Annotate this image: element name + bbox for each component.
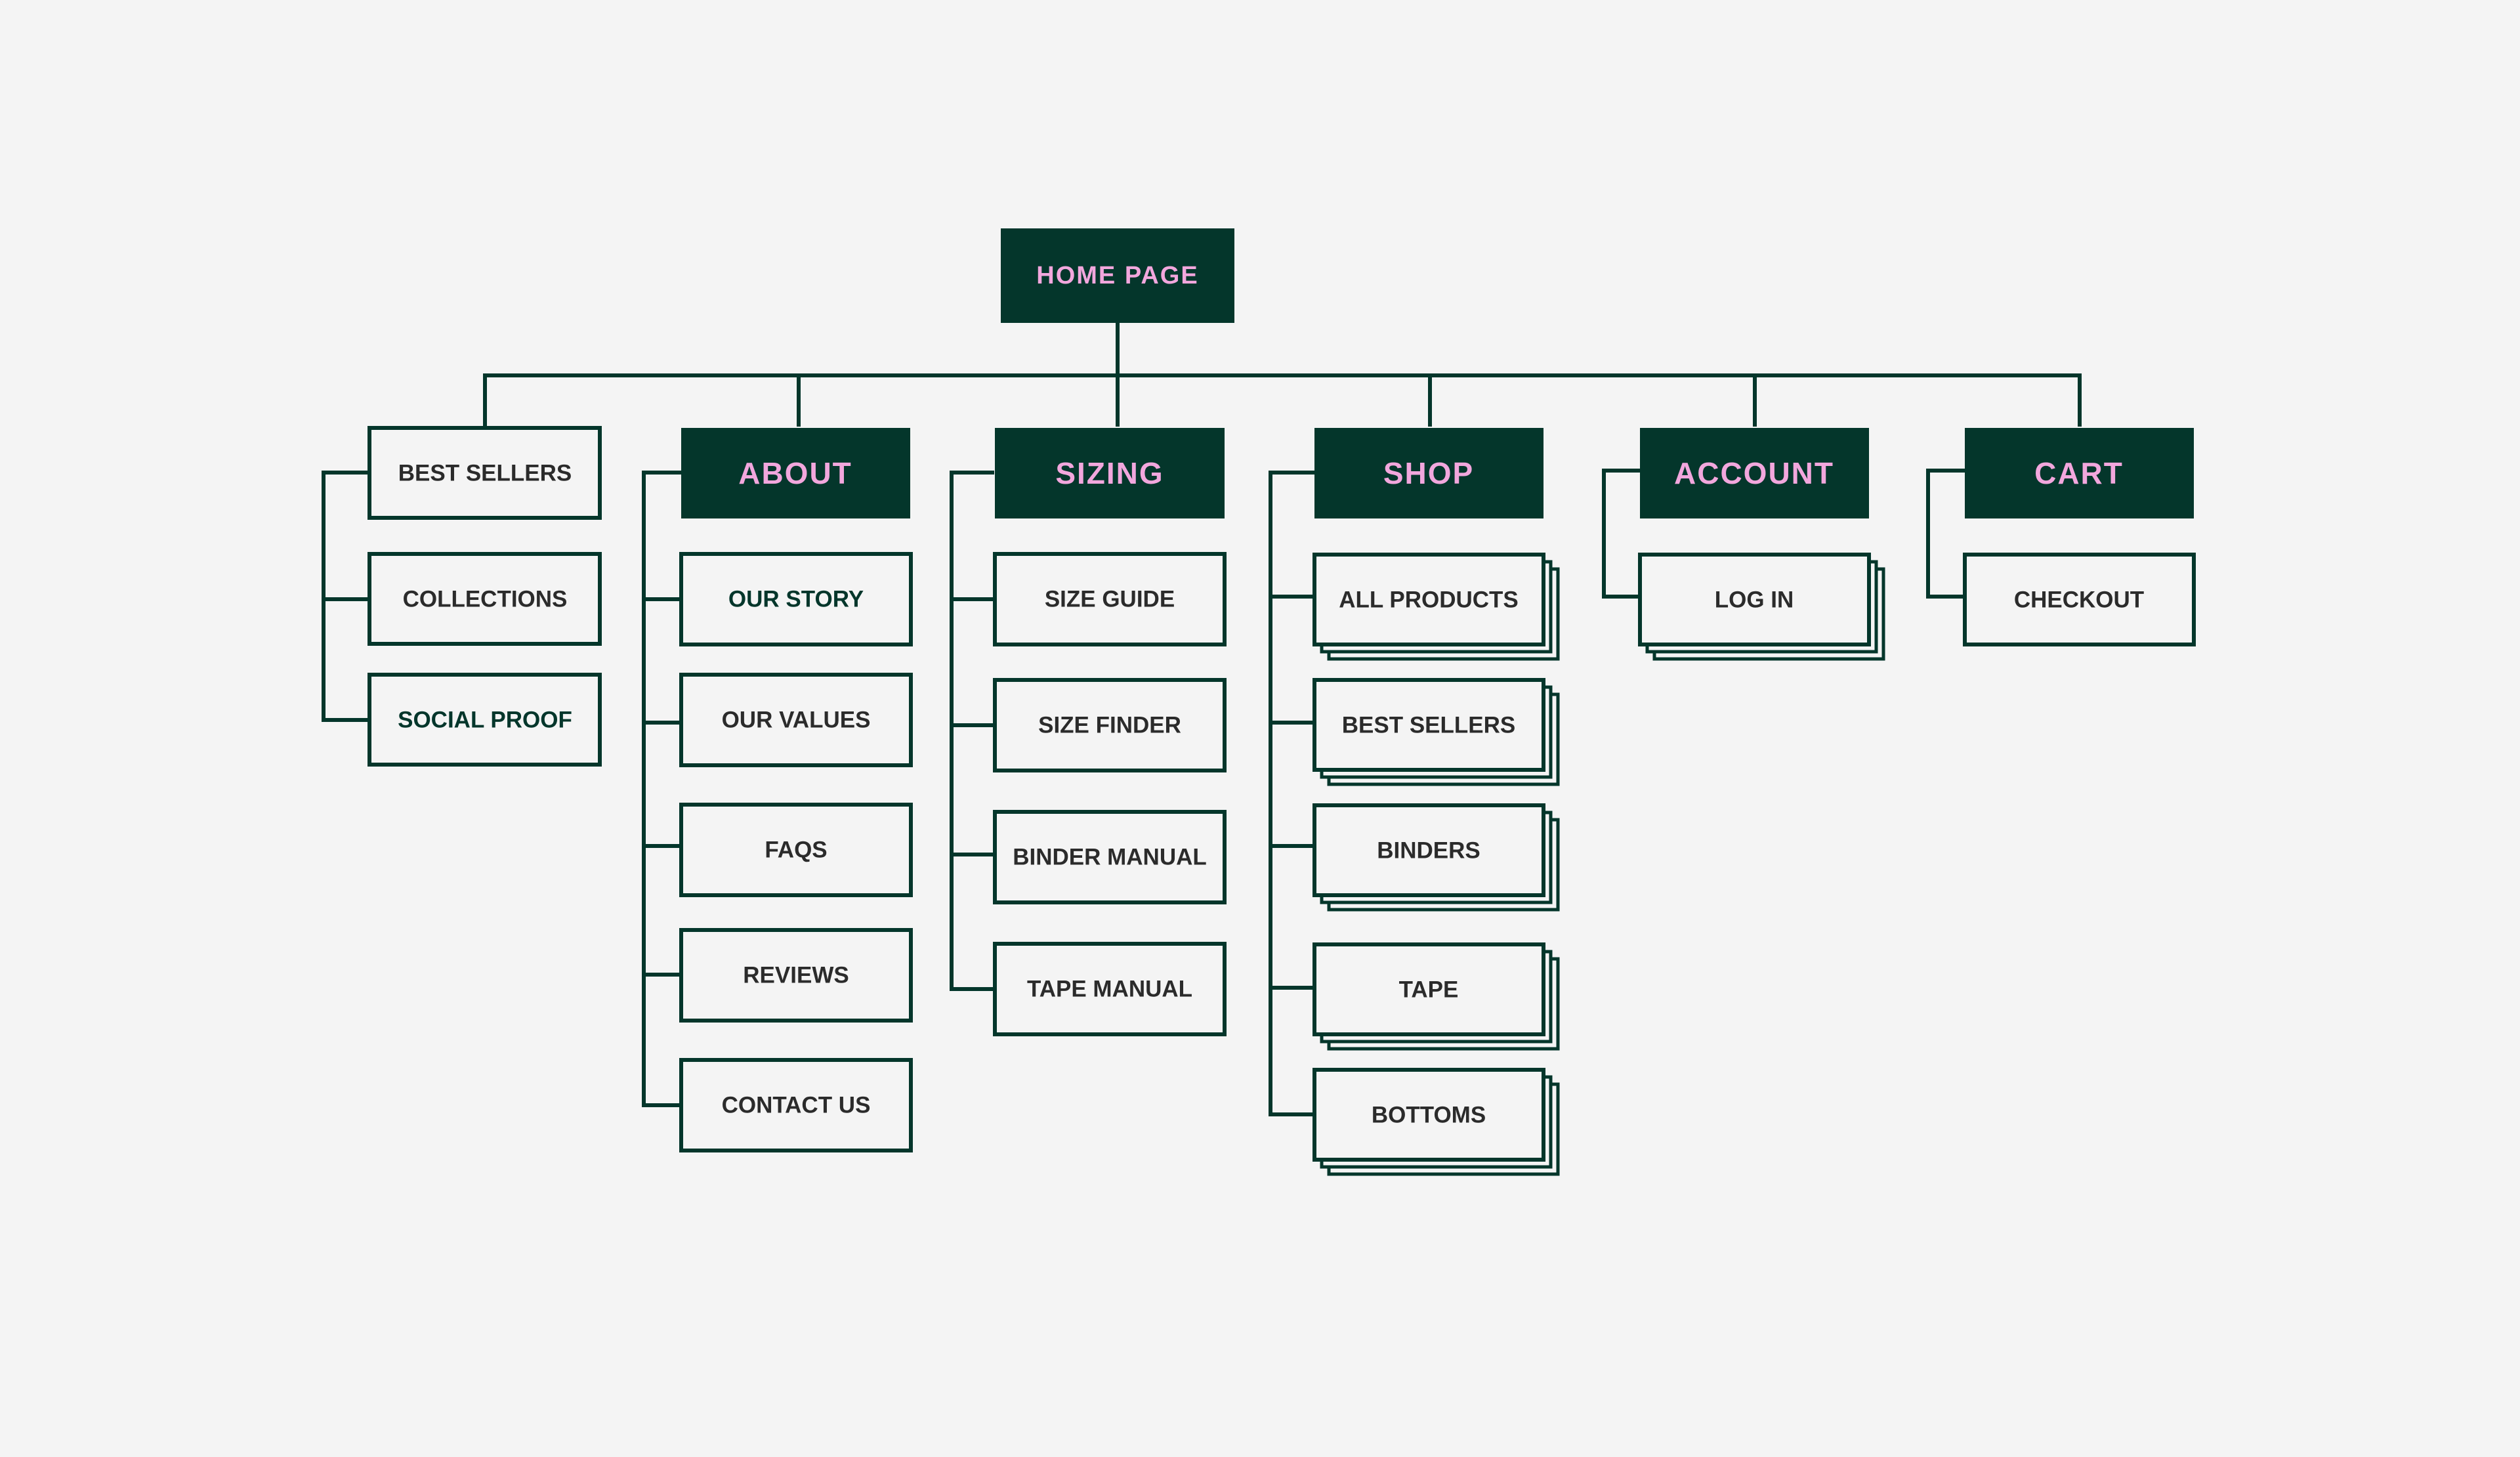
our-story-node: OUR STORY (679, 552, 913, 646)
collections-node: COLLECTIONS (368, 552, 602, 646)
size-finder-node: SIZE FINDER (993, 678, 1227, 772)
checkout-node: CHECKOUT (1963, 553, 2196, 646)
about-label: ABOUT (738, 456, 852, 490)
contact-us-label: CONTACT US (722, 1093, 871, 1118)
bottoms-label: BOTTOMS (1372, 1103, 1486, 1128)
log-in-stack: LOG IN (1638, 553, 1885, 661)
reviews-label: REVIEWS (743, 963, 849, 988)
tape-manual-node: TAPE MANUAL (993, 942, 1227, 1036)
shop-label: SHOP (1383, 456, 1474, 490)
log-in-label: LOG IN (1715, 587, 1794, 613)
binder-manual-label: BINDER MANUAL (1013, 845, 1207, 870)
account-header-node: ACCOUNT (1640, 428, 1869, 518)
home-page-label: HOME PAGE (1036, 262, 1198, 289)
our-story-label: OUR STORY (728, 587, 864, 612)
our-values-label: OUR VALUES (722, 707, 871, 733)
cart-label: CART (2034, 456, 2124, 490)
account-label: ACCOUNT (1674, 456, 1834, 490)
shop-header-node: SHOP (1314, 428, 1544, 518)
binder-manual-node: BINDER MANUAL (993, 810, 1227, 904)
sizing-header-node: SIZING (995, 428, 1225, 518)
bottoms-stack: BOTTOMS (1312, 1068, 1560, 1176)
size-guide-node: SIZE GUIDE (993, 552, 1227, 646)
all-products-stack: ALL PRODUCTS (1312, 553, 1560, 661)
checkout-label: CHECKOUT (2014, 587, 2144, 613)
size-guide-label: SIZE GUIDE (1045, 587, 1175, 612)
faqs-node: FAQS (679, 803, 913, 897)
connector-lines (322, 323, 2082, 1116)
social-proof-label: SOCIAL PROOF (398, 707, 572, 733)
sizing-label: SIZING (1055, 456, 1164, 490)
reviews-node: REVIEWS (679, 928, 913, 1023)
all-products-label: ALL PRODUCTS (1339, 587, 1519, 613)
tape-manual-label: TAPE MANUAL (1027, 977, 1192, 1002)
shop-column: SHOP ALL PRODUCTS BEST SELLERS BINDERS T… (1312, 428, 1560, 1176)
tape-label: TAPE (1399, 977, 1459, 1003)
sizing-column: SIZING SIZE GUIDE SIZE FINDER BINDER MAN… (993, 428, 1227, 1036)
collections-label: COLLECTIONS (403, 587, 568, 612)
about-header-node: ABOUT (681, 428, 910, 518)
size-finder-label: SIZE FINDER (1038, 713, 1181, 738)
best-sellers-node: BEST SELLERS (368, 426, 602, 520)
our-values-node: OUR VALUES (679, 673, 913, 767)
shop-best-sellers-label: BEST SELLERS (1342, 713, 1515, 738)
contact-us-node: CONTACT US (679, 1058, 913, 1152)
best-sellers-column: BEST SELLERS COLLECTIONS SOCIAL PROOF (368, 426, 602, 767)
home-page-node: HOME PAGE (1001, 228, 1234, 323)
faqs-label: FAQS (765, 837, 827, 863)
cart-column: CART CHECKOUT (1963, 428, 2196, 646)
tape-stack: TAPE (1312, 942, 1560, 1051)
binders-label: BINDERS (1377, 838, 1480, 864)
best-sellers-label: BEST SELLERS (398, 461, 572, 486)
about-column: ABOUT OUR STORY OUR VALUES FAQS REVIEWS … (679, 428, 913, 1152)
social-proof-node: SOCIAL PROOF (368, 673, 602, 767)
shop-best-sellers-stack: BEST SELLERS (1312, 678, 1560, 786)
cart-header-node: CART (1965, 428, 2194, 518)
account-column: ACCOUNT LOG IN (1638, 428, 1885, 661)
binders-stack: BINDERS (1312, 803, 1560, 912)
